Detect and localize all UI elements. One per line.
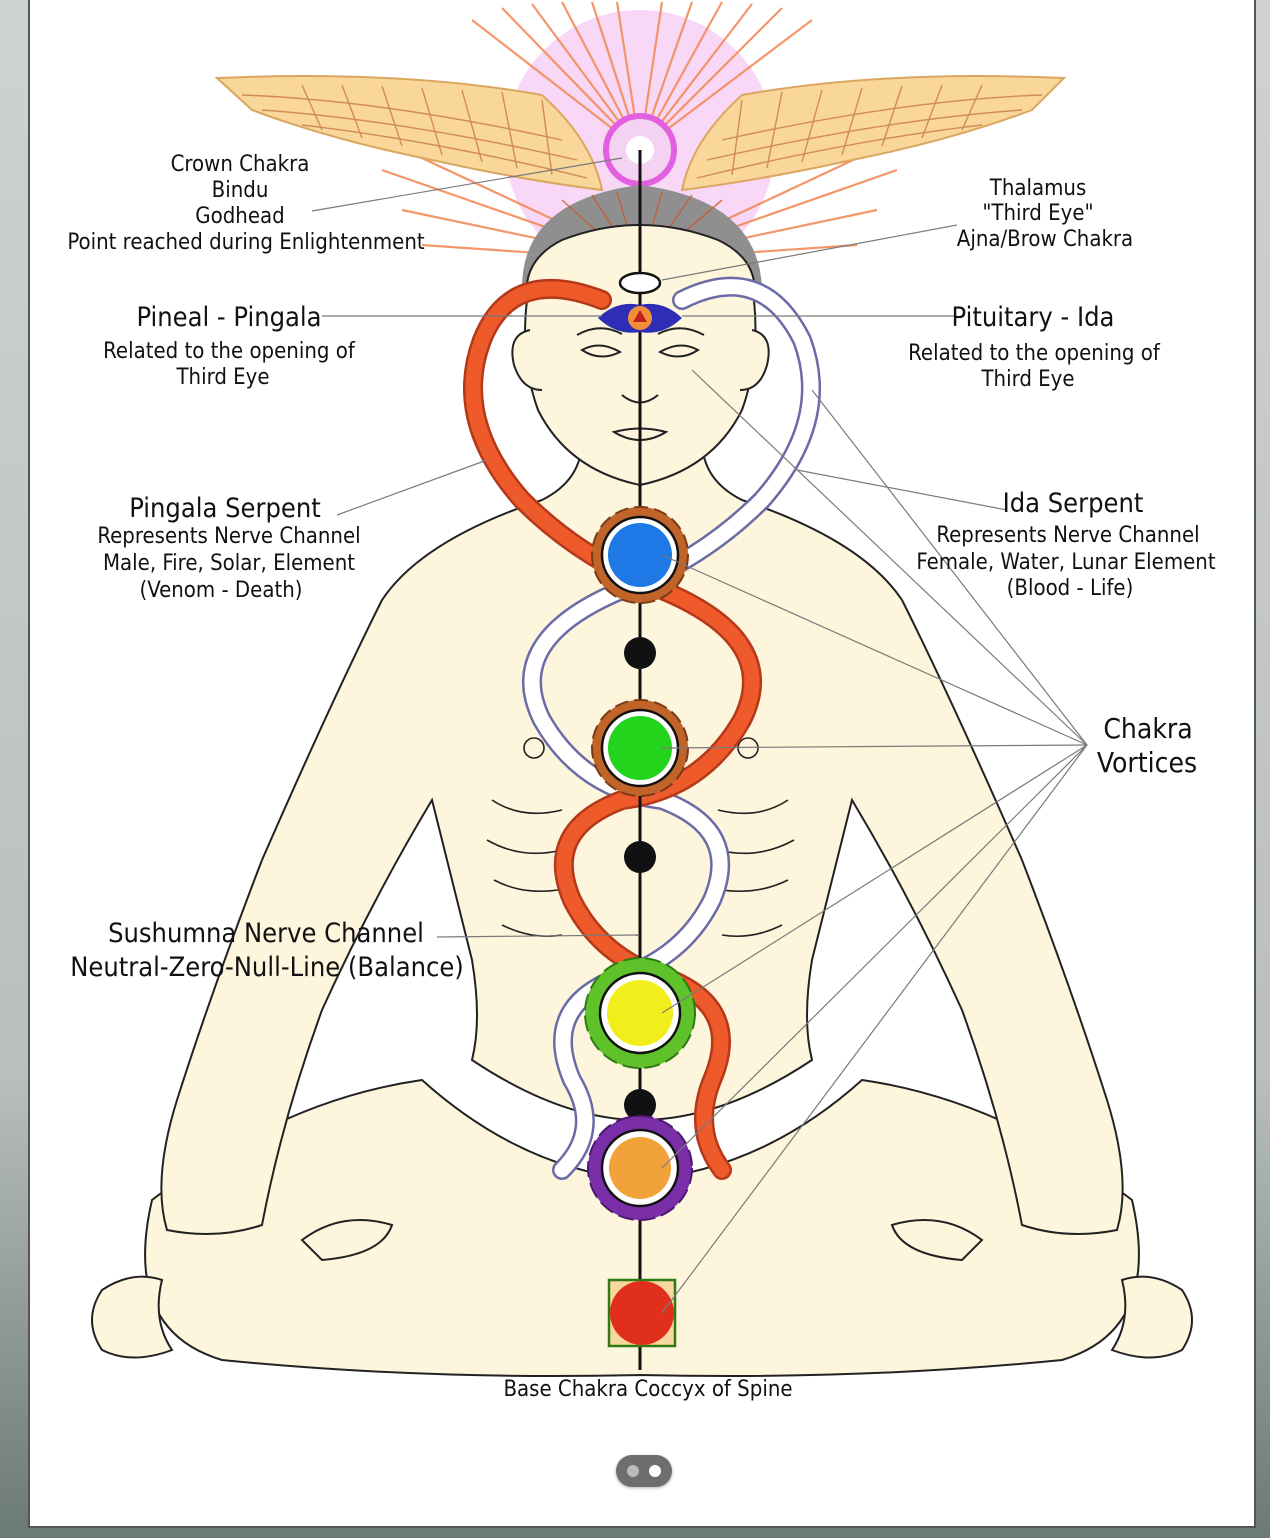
svg-text:Crown Chakra: Crown Chakra bbox=[171, 152, 310, 177]
leader-lines bbox=[311, 157, 1088, 1314]
svg-text:Pineal - Pingala: Pineal - Pingala bbox=[136, 302, 321, 333]
svg-text:Thalamus: Thalamus bbox=[989, 176, 1087, 201]
sushumna-label: Sushumna Nerve Channel Neutral-Zero-Null… bbox=[70, 918, 464, 983]
svg-text:Neutral-Zero-Null-Line (Balanc: Neutral-Zero-Null-Line (Balance) bbox=[70, 952, 464, 983]
svg-text:Bindu: Bindu bbox=[212, 178, 269, 203]
chakra-vortices-label: Chakra Vortices bbox=[1097, 712, 1197, 779]
crown-label: Crown Chakra Bindu Godhead Point reached… bbox=[67, 152, 425, 255]
svg-text:(Venom - Death): (Venom - Death) bbox=[140, 578, 303, 603]
svg-text:Chakra: Chakra bbox=[1103, 712, 1192, 745]
svg-text:(Blood - Life): (Blood - Life) bbox=[1007, 576, 1134, 601]
base-chakra-icon bbox=[607, 1278, 677, 1348]
pingala-serpent-label: Pingala Serpent Represents Nerve Channel… bbox=[97, 493, 360, 603]
pituitary-label: Pituitary - Ida Related to the opening o… bbox=[908, 302, 1161, 392]
svg-text:Ajna/Brow Chakra: Ajna/Brow Chakra bbox=[957, 227, 1133, 252]
right-wing-icon bbox=[680, 75, 1067, 192]
throat-chakra-core bbox=[608, 523, 672, 587]
spine-node bbox=[624, 841, 656, 873]
svg-text:Third Eye: Third Eye bbox=[175, 365, 269, 390]
image-viewer-frame: Crown Chakra Bindu Godhead Point reached… bbox=[28, 0, 1256, 1528]
svg-text:Third Eye: Third Eye bbox=[980, 367, 1074, 392]
page-dot-1[interactable] bbox=[627, 1465, 639, 1477]
solar-plexus-chakra-icon bbox=[584, 957, 696, 1069]
thalamus-label: Thalamus "Third Eye" Ajna/Brow Chakra bbox=[957, 176, 1133, 252]
base-chakra-label: Base Chakra Coccyx of Spine bbox=[503, 1377, 792, 1402]
svg-text:Related to the opening of: Related to the opening of bbox=[103, 339, 356, 364]
spine-node bbox=[624, 637, 656, 669]
chakra-diagram: Crown Chakra Bindu Godhead Point reached… bbox=[67, 1, 1216, 1402]
svg-text:Male, Fire, Solar, Element: Male, Fire, Solar, Element bbox=[103, 551, 355, 576]
spine-node bbox=[624, 1089, 656, 1121]
svg-text:Represents Nerve Channel: Represents Nerve Channel bbox=[936, 523, 1199, 548]
svg-text:Pingala Serpent: Pingala Serpent bbox=[129, 493, 321, 524]
pingala-serpent bbox=[463, 278, 762, 1180]
throat-chakra-icon bbox=[591, 506, 689, 604]
svg-text:"Third Eye": "Third Eye" bbox=[982, 201, 1093, 226]
page-indicator[interactable] bbox=[616, 1455, 672, 1487]
svg-text:Point reached during Enlighten: Point reached during Enlightenment bbox=[67, 230, 425, 255]
third-eye-icon bbox=[598, 271, 682, 333]
heart-chakra-icon bbox=[591, 699, 689, 797]
sacral-chakra-icon bbox=[587, 1115, 693, 1221]
svg-text:Godhead: Godhead bbox=[195, 204, 284, 229]
svg-text:Related to the opening of: Related to the opening of bbox=[908, 341, 1161, 366]
pineal-label: Pineal - Pingala Related to the opening … bbox=[103, 302, 356, 390]
ida-serpent-label: Ida Serpent Represents Nerve Channel Fem… bbox=[916, 488, 1215, 601]
ida-serpent bbox=[522, 276, 821, 1180]
svg-text:Female, Water, Lunar Element: Female, Water, Lunar Element bbox=[916, 550, 1215, 575]
page-dot-2[interactable] bbox=[649, 1465, 661, 1477]
svg-text:Pituitary - Ida: Pituitary - Ida bbox=[952, 302, 1115, 333]
svg-text:Represents Nerve Channel: Represents Nerve Channel bbox=[97, 524, 360, 549]
left-wing-icon bbox=[214, 75, 604, 192]
svg-text:Ida Serpent: Ida Serpent bbox=[1003, 488, 1144, 519]
svg-text:Sushumna Nerve Channel: Sushumna Nerve Channel bbox=[108, 918, 424, 949]
svg-text:Vortices: Vortices bbox=[1097, 746, 1197, 779]
